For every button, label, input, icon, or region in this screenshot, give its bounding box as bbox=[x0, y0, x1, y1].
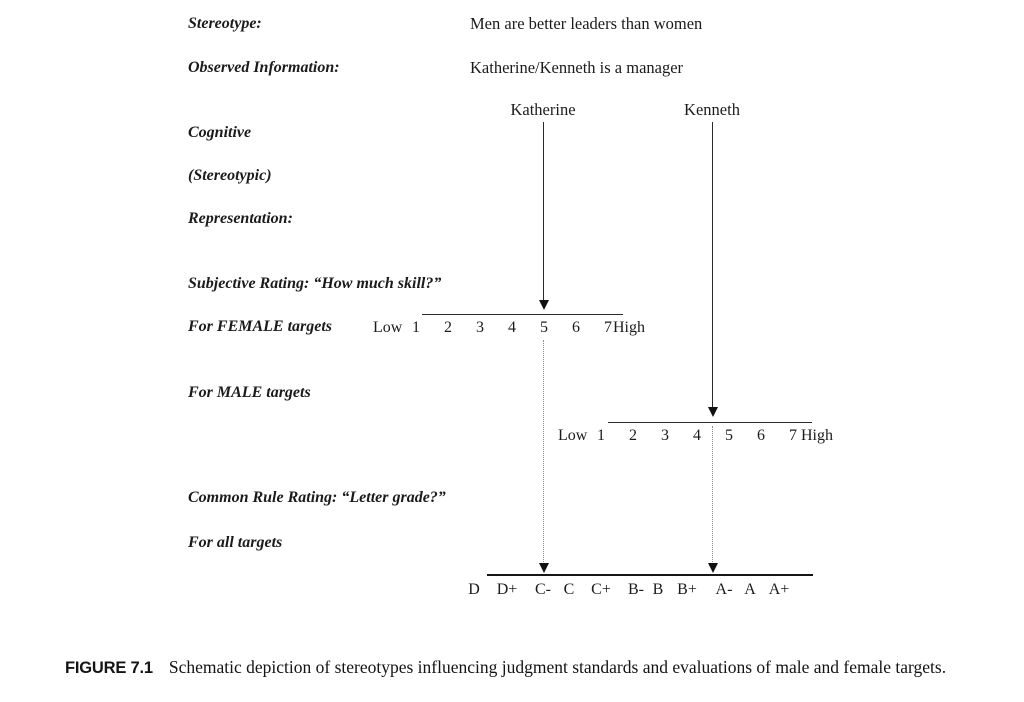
observed-information-label: Observed Information: bbox=[188, 59, 340, 76]
male-scale-line bbox=[608, 422, 812, 424]
grade-scale-line bbox=[487, 574, 813, 577]
male-dotted-line bbox=[712, 426, 713, 564]
female-scale-high-label: High bbox=[613, 319, 645, 336]
scale-tick-5: 5 bbox=[725, 427, 733, 444]
subjective-rating-label: Subjective Rating: “How much skill?” For… bbox=[188, 251, 441, 359]
kenneth-arrowhead-icon bbox=[708, 407, 718, 417]
female-dotted-arrowhead-icon bbox=[539, 563, 549, 573]
subjective-rating-line2: For FEMALE targets bbox=[188, 317, 333, 335]
scale-tick-A+: A+ bbox=[768, 581, 790, 598]
scale-tick-C: C bbox=[563, 581, 575, 598]
scale-tick-B-: B- bbox=[628, 581, 644, 598]
male-targets-label: For MALE targets bbox=[188, 384, 311, 401]
scale-tick-4: 4 bbox=[693, 427, 701, 444]
cognitive-label-line1: Cognitive bbox=[188, 123, 252, 141]
male-scale-low-label: Low bbox=[558, 427, 588, 444]
scale-tick-C-: C- bbox=[535, 581, 551, 598]
scale-tick-1: 1 bbox=[597, 427, 605, 444]
male-scale-high-label: High bbox=[801, 427, 833, 444]
scale-tick-D: D bbox=[468, 581, 480, 598]
common-rule-label: Common Rule Rating: “Letter grade?” bbox=[188, 489, 446, 506]
female-scale-low-label: Low bbox=[373, 319, 403, 336]
scale-tick-3: 3 bbox=[476, 319, 484, 336]
katherine-arrow-line bbox=[543, 122, 544, 302]
cognitive-label-line2: (Stereotypic) bbox=[188, 166, 272, 184]
all-targets-label: For all targets bbox=[188, 534, 283, 551]
scale-tick-6: 6 bbox=[757, 427, 765, 444]
scale-tick-4: 4 bbox=[508, 319, 516, 336]
figure-caption: FIGURE 7.1 Schematic depiction of stereot… bbox=[65, 654, 1005, 682]
observed-information-value: Katherine/Kenneth is a manager bbox=[470, 58, 684, 77]
scale-tick-1: 1 bbox=[412, 319, 420, 336]
stereotype-label: Stereotype: bbox=[188, 15, 262, 32]
scale-tick-A-: A- bbox=[715, 581, 733, 598]
stereotype-value: Men are better leaders than women bbox=[470, 14, 703, 33]
scale-tick-B: B bbox=[652, 581, 664, 598]
kenneth-arrow-line bbox=[712, 122, 713, 409]
cognitive-representation-label: Cognitive (Stereotypic) Representation: bbox=[188, 100, 293, 251]
female-target-name: Katherine bbox=[510, 100, 576, 119]
female-dotted-line bbox=[543, 340, 544, 564]
figure-caption-text: Schematic depiction of stereotypes influ… bbox=[168, 656, 947, 677]
scale-tick-D+: D+ bbox=[496, 581, 518, 598]
male-target-name: Kenneth bbox=[684, 100, 740, 119]
figure-caption-number: FIGURE 7.1 bbox=[65, 658, 153, 677]
scale-tick-A: A bbox=[744, 581, 756, 598]
scale-tick-7: 7 bbox=[604, 319, 612, 336]
male-dotted-arrowhead-icon bbox=[708, 563, 718, 573]
female-scale-line bbox=[422, 314, 623, 316]
scale-tick-7: 7 bbox=[789, 427, 797, 444]
subjective-rating-line1: Subjective Rating: “How much skill?” bbox=[188, 274, 442, 292]
scale-tick-3: 3 bbox=[661, 427, 669, 444]
katherine-arrowhead-icon bbox=[539, 300, 549, 310]
scale-tick-2: 2 bbox=[444, 319, 452, 336]
scale-tick-B+: B+ bbox=[677, 581, 697, 598]
cognitive-label-line3: Representation: bbox=[188, 209, 293, 227]
scale-tick-2: 2 bbox=[629, 427, 637, 444]
scale-tick-C+: C+ bbox=[591, 581, 611, 598]
scale-tick-6: 6 bbox=[572, 319, 580, 336]
scale-tick-5: 5 bbox=[540, 319, 548, 336]
